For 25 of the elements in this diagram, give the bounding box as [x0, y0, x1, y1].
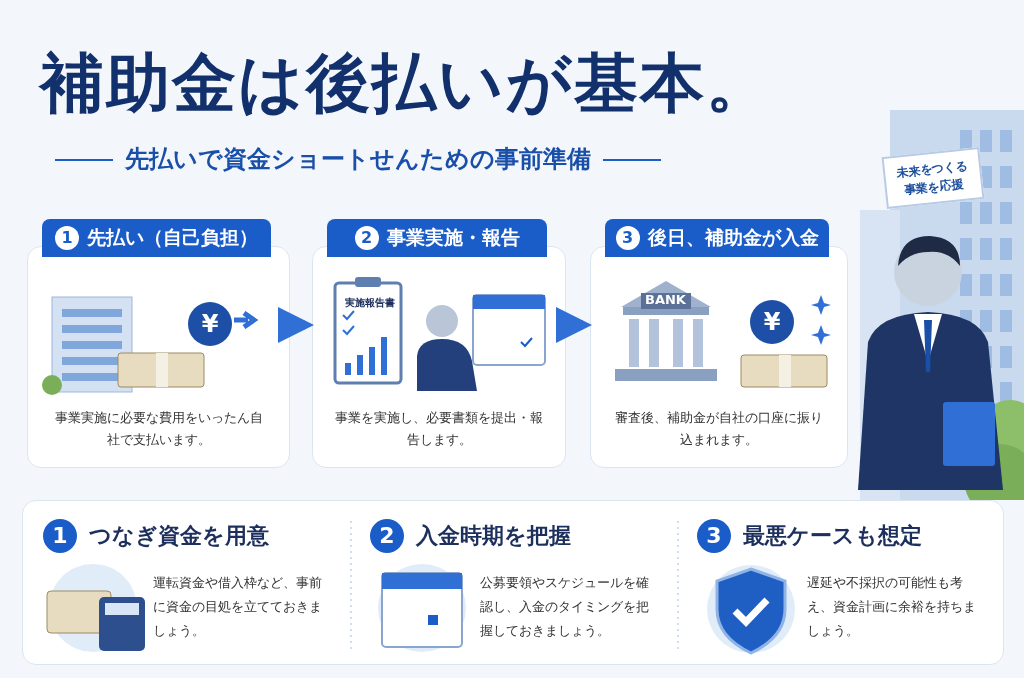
arrow: [278, 307, 314, 343]
document-title: 実施報告書: [345, 296, 395, 310]
tip-number: 3: [697, 519, 731, 553]
step-number: 1: [55, 226, 79, 250]
tips-panel: [22, 500, 1004, 665]
step-description: 事業を実施し、必要書類を提出・報告します。: [335, 409, 543, 449]
tip-number: 1: [43, 519, 77, 553]
step-description: 事業実施に必要な費用をいったん自社で支払います。: [53, 409, 264, 449]
bank-sign: BANK: [645, 292, 686, 307]
subtitle: 先払いで資金ショートせんための事前準備: [125, 144, 591, 175]
tip-description: 運転資金や借入枠など、事前に資金の目処を立てておきましょう。: [153, 574, 323, 640]
tip-heading: 入金時期を把握: [416, 522, 571, 550]
tip-description: 公募要領やスケジュールを確認し、入金のタイミングを把握しておきましょう。: [480, 574, 650, 640]
title-heading: 補助金は後払いが基本。: [40, 45, 772, 122]
step-description: 審査後、補助金が自社の口座に振り込まれます。: [614, 409, 824, 449]
step-number: 2: [354, 226, 379, 250]
tip-description: 遅延や不採択の可能性も考え、資金計画に余裕を持ちましょう。: [807, 574, 977, 640]
tip-number: 2: [370, 519, 404, 553]
step-number: 3: [615, 226, 640, 250]
step-heading: 先払い（自己負担）: [87, 225, 258, 250]
step-heading: 後日、補助金が入金: [647, 225, 819, 250]
tip-heading: つなぎ資金を用意: [89, 522, 269, 550]
step-heading: 事業実施・報告: [386, 225, 520, 250]
arrow: [556, 307, 592, 343]
tip-heading: 最悪ケースも想定: [743, 522, 922, 550]
